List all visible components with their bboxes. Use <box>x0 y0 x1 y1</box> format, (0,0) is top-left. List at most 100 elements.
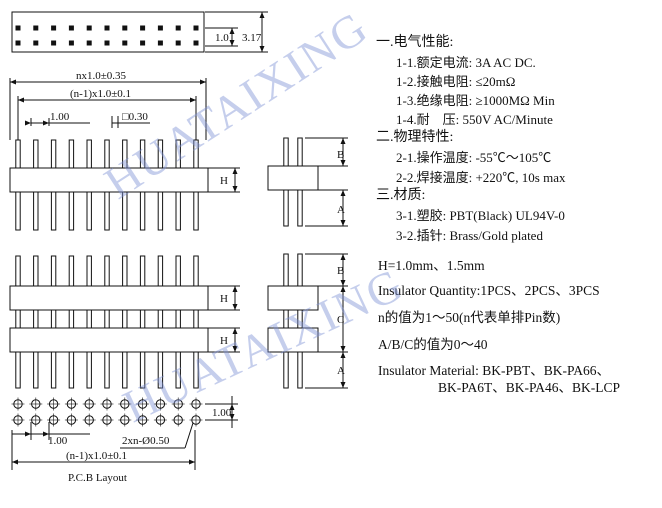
pin <box>15 255 21 287</box>
top-pin-dot <box>140 25 146 31</box>
top-pin-dot <box>86 40 92 46</box>
pin <box>33 255 39 287</box>
pin <box>283 189 289 227</box>
pin <box>86 191 92 231</box>
spec-item: 2-2.焊接温度: +220℃, 10s max <box>396 170 566 185</box>
pin <box>157 255 164 287</box>
pin <box>50 255 57 287</box>
top-pin-dot <box>157 40 163 46</box>
side-2-a-label: A <box>337 365 345 377</box>
pin <box>122 139 128 169</box>
pin <box>122 351 128 389</box>
spec-item: 3-2.插针: Brass/Gold plated <box>396 228 543 243</box>
pin <box>175 255 181 287</box>
pin <box>175 139 181 169</box>
spec-item: 3-1.塑胶: PBT(Black) UL94V-0 <box>396 208 565 223</box>
pin <box>283 351 289 389</box>
pin <box>104 191 110 231</box>
pin <box>175 309 181 329</box>
pin <box>68 309 75 329</box>
pcb-span-label: (n-1)x1.0±0.1 <box>66 450 127 462</box>
pin <box>139 309 146 329</box>
pin <box>50 191 57 231</box>
top-pin-dot <box>33 25 39 31</box>
pin <box>193 139 199 169</box>
pcb-layout-holes <box>11 397 203 427</box>
top-pin-dot <box>122 40 128 46</box>
note-line: n的值为1～50(n代表单排Pin数) <box>378 310 561 325</box>
note-line: A/B/C的值为0～40 <box>378 337 488 352</box>
pin <box>283 309 289 329</box>
pin <box>15 351 21 389</box>
top-pin-dot <box>86 25 92 31</box>
pin <box>33 191 39 231</box>
top-pin-dot <box>68 40 74 46</box>
pin <box>157 351 164 389</box>
pin <box>104 351 110 389</box>
side-2-c-label: C <box>337 314 344 326</box>
pin <box>33 309 39 329</box>
pin <box>193 255 199 287</box>
front-view-2-pins <box>15 255 199 389</box>
pin <box>86 139 92 169</box>
front-view-2-housing-2 <box>9 327 209 353</box>
top-pin-dot <box>175 25 181 31</box>
total-length-label: nx1.0±0.35 <box>76 70 127 82</box>
side-view-1-housing <box>267 165 319 191</box>
pin <box>139 191 146 231</box>
span-length-label: (n-1)x1.0±0.1 <box>70 88 131 100</box>
pin <box>283 137 289 167</box>
pin <box>193 191 199 231</box>
spec-item: 1-2.接触电阻: ≤20mΩ <box>396 74 516 89</box>
pin <box>86 255 92 287</box>
pin <box>193 309 199 329</box>
pin <box>68 139 75 169</box>
pin <box>157 309 164 329</box>
front-2-h-label-2: H <box>220 335 228 347</box>
top-pin-dot <box>140 40 146 46</box>
pin <box>86 351 92 389</box>
pin <box>86 309 92 329</box>
top-pin-dot <box>51 40 57 46</box>
note-line: Insulator Quantity:1PCS、2PCS、3PCS <box>378 283 600 298</box>
front-view-2-housing-1 <box>9 285 209 311</box>
pin <box>104 255 110 287</box>
spec-heading: 二.物理特性: <box>376 130 454 145</box>
front-1-h-label: H <box>220 175 228 187</box>
pin <box>139 255 146 287</box>
pin <box>122 309 128 329</box>
top-pin-dot <box>15 25 21 31</box>
front-view-1-housing <box>9 167 209 193</box>
top-pin-dot <box>104 25 110 31</box>
pcb-layout-title: P.C.B Layout <box>68 472 127 484</box>
pin <box>33 139 39 169</box>
pin <box>175 351 181 389</box>
front-view-1-pins <box>15 139 199 231</box>
pin <box>175 191 181 231</box>
spec-item: 2-1.操作温度: -55℃～105℃ <box>396 150 552 165</box>
pin <box>104 139 110 169</box>
top-view-pins <box>15 25 199 46</box>
spec-item: 1-3.绝缘电阻: ≥1000MΩ Min <box>396 93 555 108</box>
pin <box>68 191 75 231</box>
pin <box>122 255 128 287</box>
side-view-1-pins <box>283 137 303 227</box>
side-view-2-pins <box>283 253 303 389</box>
side-view-2-housing-2 <box>267 327 319 353</box>
pin <box>297 309 303 329</box>
pin <box>15 191 21 231</box>
pin <box>33 351 39 389</box>
pcb-pitch-label: 1.00 <box>212 407 232 419</box>
pin <box>122 191 128 231</box>
top-pitch-label: 1.0 <box>215 32 229 44</box>
pin <box>50 351 57 389</box>
pin <box>157 191 164 231</box>
top-pin-dot <box>175 40 181 46</box>
pin <box>104 309 110 329</box>
top-view-housing <box>11 11 205 53</box>
front-2-h-label-1: H <box>220 293 228 305</box>
side-view-2-housing-1 <box>267 285 319 311</box>
pcb-pitch-x-label: 1.00 <box>48 435 68 447</box>
spec-item: 1-4.耐 压: 550V AC/Minute <box>396 112 553 127</box>
